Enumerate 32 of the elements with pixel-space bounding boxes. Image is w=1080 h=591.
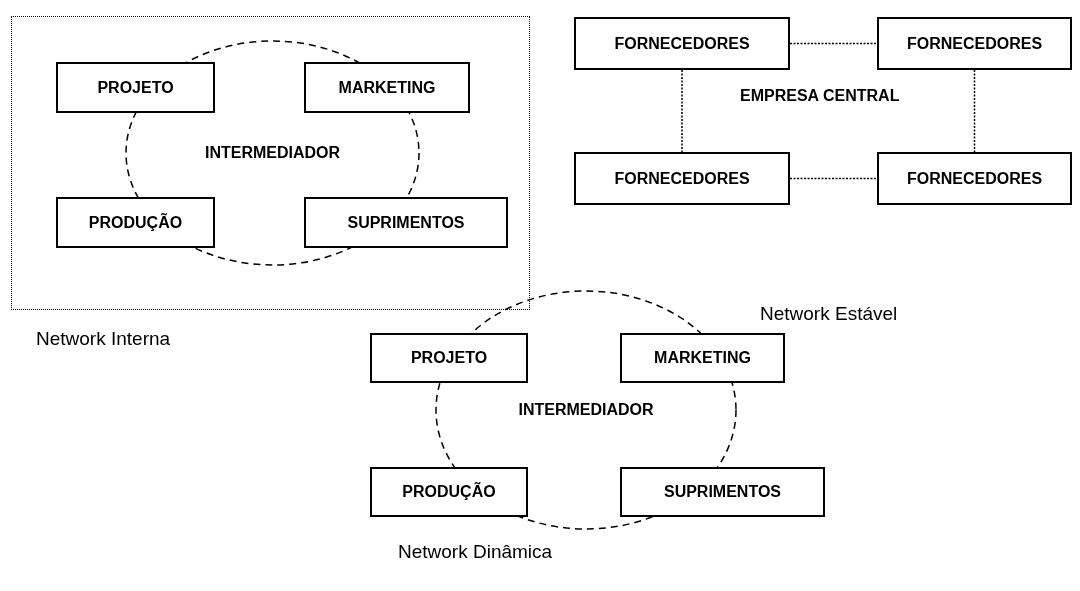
process-box (574, 17, 790, 70)
process-box (877, 17, 1072, 70)
node-label: PRODUÇÃO (88, 212, 183, 233)
node-label: FORNECEDORES (614, 168, 750, 189)
node-label: INTERMEDIADOR (204, 143, 341, 163)
process-box (370, 467, 528, 517)
node-label: SUPRIMENTOS (347, 212, 465, 233)
dotted-connector (973, 69, 976, 153)
node-label: FORNECEDORES (906, 168, 1043, 189)
process-box (56, 197, 215, 248)
node-label: MARKETING (338, 77, 436, 98)
process-box (877, 152, 1072, 205)
node-label: PRODUÇÃO (402, 481, 496, 502)
process-box (370, 333, 528, 383)
frame-caption: Network Interna (36, 328, 171, 349)
dotted-connector (681, 69, 683, 153)
node-label: PROJETO (410, 348, 488, 368)
node-label: FORNECEDORES (614, 33, 750, 54)
group-title: EMPRESA CENTRAL (740, 87, 900, 104)
node-label: PROJETO (97, 77, 174, 98)
process-box (574, 152, 790, 205)
process-box (304, 197, 508, 248)
group-caption: Network Estável (760, 303, 898, 324)
node-label: MARKETING (654, 348, 751, 368)
process-box (304, 62, 470, 113)
process-box (56, 62, 215, 113)
process-box (620, 467, 825, 517)
process-box (620, 333, 785, 383)
node-label: INTERMEDIADOR (518, 400, 654, 420)
group-caption: Network Dinâmica (398, 541, 553, 562)
node-label: FORNECEDORES (906, 33, 1043, 54)
node-label: SUPRIMENTOS (663, 482, 782, 502)
